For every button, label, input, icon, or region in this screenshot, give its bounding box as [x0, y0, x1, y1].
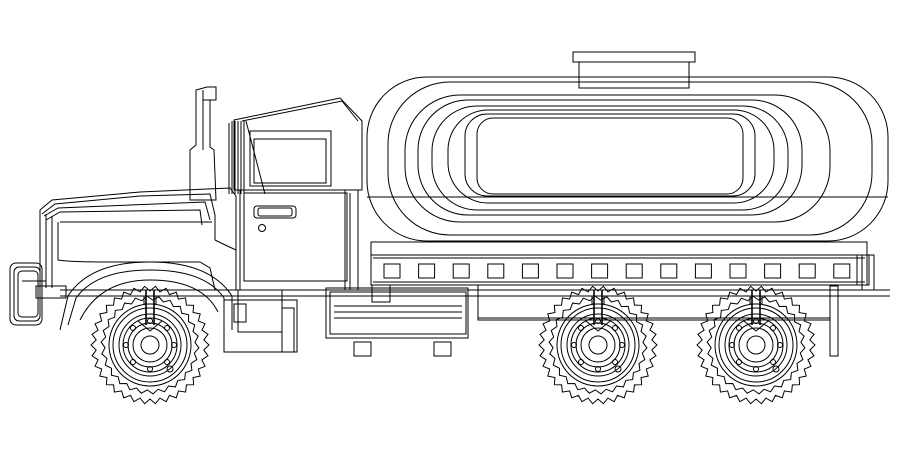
- valve-stem: [772, 365, 780, 373]
- valve-stem: [166, 365, 174, 373]
- windshield-frame: [228, 120, 266, 195]
- wheel-rim-ring: [118, 313, 182, 377]
- lug-nut: [147, 366, 153, 372]
- lug-nut: [571, 342, 577, 348]
- hood: [39, 187, 237, 291]
- wheel-3: [696, 285, 816, 405]
- tank: [366, 51, 889, 242]
- rail-brackets: [383, 263, 851, 279]
- lug-nut: [753, 318, 759, 324]
- rail-bracket: [452, 263, 470, 279]
- lug-nut: [777, 342, 783, 348]
- rail-bracket: [418, 263, 436, 279]
- tire-inner-tread: [706, 295, 806, 395]
- wheel-rim-ring: [132, 327, 168, 363]
- lug-nut: [130, 359, 136, 365]
- lug-nut: [753, 366, 759, 372]
- tank-contour-2: [404, 94, 831, 223]
- lug-nut: [164, 359, 170, 365]
- wheel-rim-ring: [580, 327, 616, 363]
- tank-hatch: [572, 51, 696, 63]
- lug-nut: [736, 359, 742, 365]
- wheel-rim-ring: [588, 335, 608, 355]
- rail-bracket: [487, 263, 505, 279]
- door-handle[interactable]: [253, 205, 297, 219]
- rear-mudflap-post: [829, 285, 839, 357]
- rail-bracket: [625, 263, 643, 279]
- rail-bracket: [521, 263, 539, 279]
- lug-nut: [578, 359, 584, 365]
- front-bumper: [9, 262, 67, 326]
- wheel-2: [538, 285, 658, 405]
- rail-bracket: [660, 263, 678, 279]
- wheel-rim-ring: [140, 335, 160, 355]
- rear-bumper: [861, 254, 875, 291]
- wheel-rim-ring: [714, 303, 798, 387]
- lug-nut: [123, 342, 129, 348]
- lug-nut: [736, 325, 742, 331]
- rail-bracket: [694, 263, 712, 279]
- tire-tread: [90, 285, 210, 405]
- tire-tread: [696, 285, 816, 405]
- tank-contour-3: [417, 99, 803, 216]
- lug-nut: [770, 325, 776, 331]
- tire-inner-tread: [548, 295, 648, 395]
- lug-nut: [130, 325, 136, 331]
- cab: [228, 97, 363, 291]
- tank-contour-6: [464, 113, 756, 197]
- cab-window: [249, 130, 332, 187]
- wheel-rim-ring: [112, 307, 188, 383]
- cab-roof: [233, 97, 363, 191]
- wheel-rim-ring: [556, 303, 640, 387]
- wheel-rim-ring: [724, 313, 788, 377]
- wheel-rim-ring: [718, 307, 794, 383]
- lug-nut: [164, 325, 170, 331]
- fuel-tank: [325, 284, 469, 357]
- lug-nut: [619, 342, 625, 348]
- lug-nut: [578, 325, 584, 331]
- tank-contour-4: [431, 105, 789, 211]
- rail-bracket: [383, 263, 401, 279]
- cab-door: [239, 189, 359, 291]
- tank-contour-5: [447, 109, 775, 204]
- tank-support-rail: [370, 241, 870, 286]
- wheel-rim-ring: [566, 313, 630, 377]
- tank-shell-outer: [366, 76, 889, 242]
- step-assembly: [223, 289, 298, 353]
- tire-inner-tread: [100, 295, 200, 395]
- lug-nut: [612, 359, 618, 365]
- exhaust-stack: [189, 86, 217, 201]
- wheels: [90, 285, 816, 405]
- rail-bracket: [833, 263, 851, 279]
- lug-nut: [171, 342, 177, 348]
- wheel-1: [90, 285, 210, 405]
- rail-bracket: [764, 263, 782, 279]
- lug-nut: [147, 318, 153, 324]
- door-lock[interactable]: [258, 224, 266, 232]
- tank-panel-inner: [476, 117, 744, 195]
- lug-nut: [612, 325, 618, 331]
- tire-tread: [538, 285, 658, 405]
- rail-bracket: [798, 263, 816, 279]
- wheel-rim-ring: [738, 327, 774, 363]
- rail-bracket: [729, 263, 747, 279]
- lug-nut: [770, 359, 776, 365]
- wheel-rim-ring: [108, 303, 192, 387]
- rail-bracket: [591, 263, 609, 279]
- tank-hatch-base: [578, 61, 690, 89]
- wheel-rim-ring: [560, 307, 636, 383]
- wheel-rim-ring: [746, 335, 766, 355]
- rail-bracket: [556, 263, 574, 279]
- lug-nut: [595, 318, 601, 324]
- valve-stem: [614, 365, 622, 373]
- lug-nut: [729, 342, 735, 348]
- lug-nut: [595, 366, 601, 372]
- front-fender: [59, 261, 233, 331]
- tank-contour-1: [387, 81, 873, 236]
